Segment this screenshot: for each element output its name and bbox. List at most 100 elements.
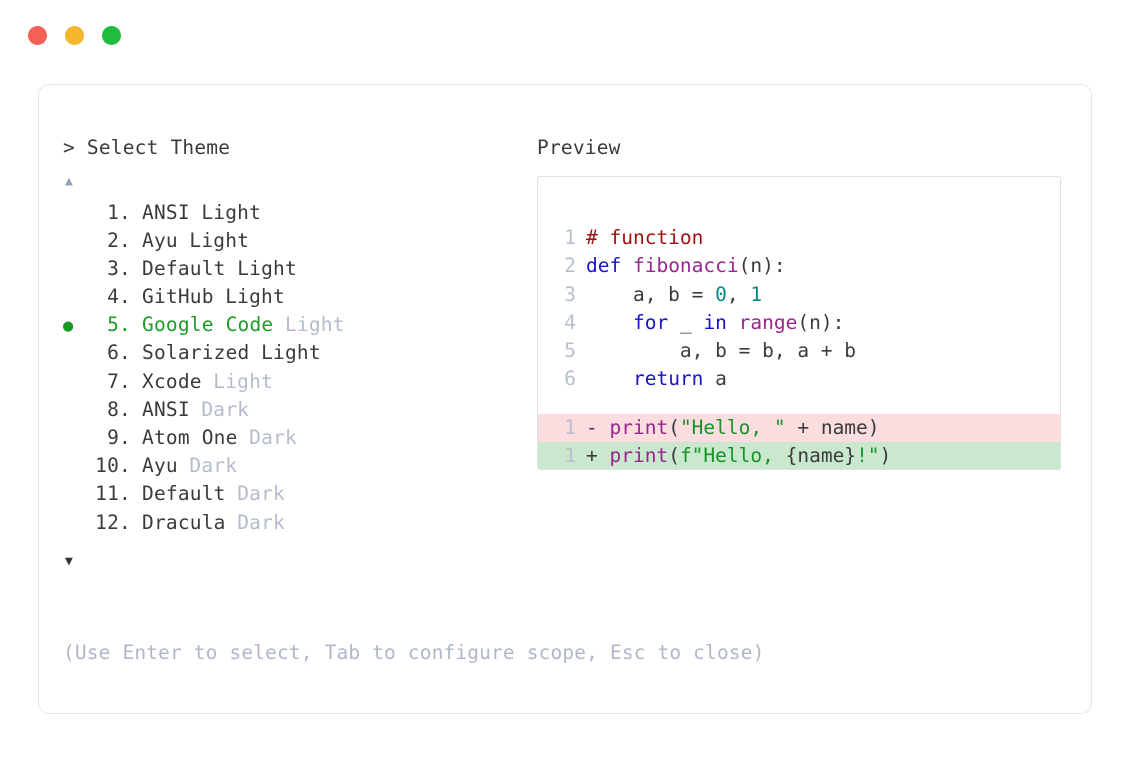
code-token: # function xyxy=(586,226,704,249)
theme-list-column: > Select Theme ▲ ●1.ANSILight●2.AyuLight… xyxy=(63,85,533,573)
selection-bullet-icon: ● xyxy=(63,514,89,534)
code-token: !" xyxy=(856,444,880,468)
selection-bullet-icon: ● xyxy=(63,316,74,337)
window-maximize-button[interactable] xyxy=(102,25,121,45)
theme-item-number: 11. xyxy=(95,482,131,506)
code-token xyxy=(586,309,633,337)
code-line: 4 for _ in range(n): xyxy=(538,309,1060,337)
keyboard-hint: (Use Enter to select, Tab to configure s… xyxy=(63,641,765,664)
theme-picker-card: > Select Theme ▲ ●1.ANSILight●2.AyuLight… xyxy=(38,84,1092,714)
code-line-number: 3 xyxy=(564,282,576,306)
code-token: _ xyxy=(668,310,704,334)
theme-list-item[interactable]: ● 12. Dracula Dark xyxy=(63,511,533,539)
theme-item-number: 3. xyxy=(107,256,131,280)
theme-item-variant: Dark xyxy=(189,454,238,478)
code-token: print xyxy=(609,415,669,439)
code-token: a, b = xyxy=(586,282,716,306)
theme-item-variant: Dark xyxy=(249,426,297,449)
selection-bullet-icon: ● xyxy=(63,232,89,252)
theme-item-variant: Light xyxy=(213,369,273,393)
theme-item-name: ANSI xyxy=(142,397,190,421)
selection-bullet-icon: ● xyxy=(63,288,89,308)
code-line-number: 4 xyxy=(564,310,576,334)
theme-item-name: Ayu xyxy=(142,454,178,478)
theme-item-name: Default xyxy=(142,256,226,280)
code-token: ( xyxy=(668,444,680,468)
theme-item-variant: Dark xyxy=(237,510,285,534)
code-line: 1# function xyxy=(538,224,1060,252)
theme-item-number: 12. xyxy=(95,510,131,534)
code-line: 6 return a xyxy=(538,365,1060,393)
preview-title: Preview xyxy=(537,136,621,159)
code-token: "Hello, " xyxy=(679,415,786,439)
theme-item-variant: Dark xyxy=(201,397,250,421)
code-line: 3 a, b = 0, 1 xyxy=(538,281,1060,309)
window-titlebar xyxy=(0,0,1129,70)
code-token: for xyxy=(632,310,669,334)
code-token: ( xyxy=(668,415,680,439)
theme-list-item[interactable]: ● 4. GitHub Light xyxy=(63,285,533,313)
code-token: a, b = b, a + b xyxy=(586,339,857,363)
theme-list-item[interactable]: ● 3. Default Light xyxy=(63,257,533,285)
theme-item-number: 9. xyxy=(107,426,131,449)
selection-bullet-icon: ● xyxy=(63,373,89,393)
diff-sign: - xyxy=(586,415,610,439)
code-token: (n): xyxy=(797,310,845,334)
theme-item-number: 4. xyxy=(107,285,131,309)
code-token: 1 xyxy=(750,282,763,306)
code-token: fibonacci xyxy=(632,254,739,278)
window-close-button[interactable] xyxy=(28,25,47,45)
code-token xyxy=(586,365,633,393)
theme-item-number: 6. xyxy=(107,341,131,365)
selection-bullet-icon: ● xyxy=(63,260,89,280)
theme-item-name: Dracula xyxy=(142,510,226,534)
theme-item-variant: Light xyxy=(284,313,345,337)
theme-item-number: 5. xyxy=(107,313,131,337)
theme-item-name: GitHub xyxy=(142,285,214,309)
theme-list: ●1.ANSILight●2.AyuLight●3.DefaultLight●4… xyxy=(63,201,533,539)
code-token: ) xyxy=(879,444,892,468)
code-token: a xyxy=(703,367,727,391)
theme-item-variant: Light xyxy=(237,256,297,280)
theme-item-variant: Light xyxy=(201,200,262,224)
theme-item-name: Google Code xyxy=(142,313,274,337)
scroll-up-arrow-icon[interactable]: ▲ xyxy=(65,173,73,189)
theme-item-name: Ayu xyxy=(142,228,178,252)
scroll-down-arrow-icon[interactable]: ▼ xyxy=(65,553,73,569)
theme-list-item[interactable]: ● 5. Google Code Light xyxy=(63,313,533,341)
window-minimize-button[interactable] xyxy=(65,25,84,45)
theme-item-number: 1. xyxy=(107,200,131,224)
selection-bullet-icon: ● xyxy=(63,204,89,224)
code-token: return xyxy=(632,367,704,391)
theme-item-variant: Light xyxy=(225,285,285,309)
code-line: 5 a, b = b, a + b xyxy=(538,337,1060,365)
prompt-title: > Select Theme xyxy=(63,136,231,159)
code-line-number: 1 xyxy=(564,444,576,468)
code-token: 0 xyxy=(715,282,727,306)
preview-column: Preview xyxy=(537,85,1077,158)
code-line-number: 5 xyxy=(564,339,576,363)
theme-item-name: Default xyxy=(142,482,226,506)
code-line-number: 1 xyxy=(564,415,576,439)
code-token: , xyxy=(726,282,751,306)
code-diff-line: 1- print("Hello, " + name) xyxy=(538,413,1060,443)
code-token: + name) xyxy=(785,415,880,439)
code-line-number: 6 xyxy=(564,367,576,391)
code-token: in xyxy=(703,310,727,334)
code-token: def xyxy=(586,254,633,278)
code-token: range xyxy=(738,310,798,334)
theme-item-name: Solarized xyxy=(142,341,250,365)
code-token xyxy=(727,309,739,337)
selection-bullet-icon: ● xyxy=(63,429,89,449)
selection-bullet-icon: ● xyxy=(63,457,89,477)
